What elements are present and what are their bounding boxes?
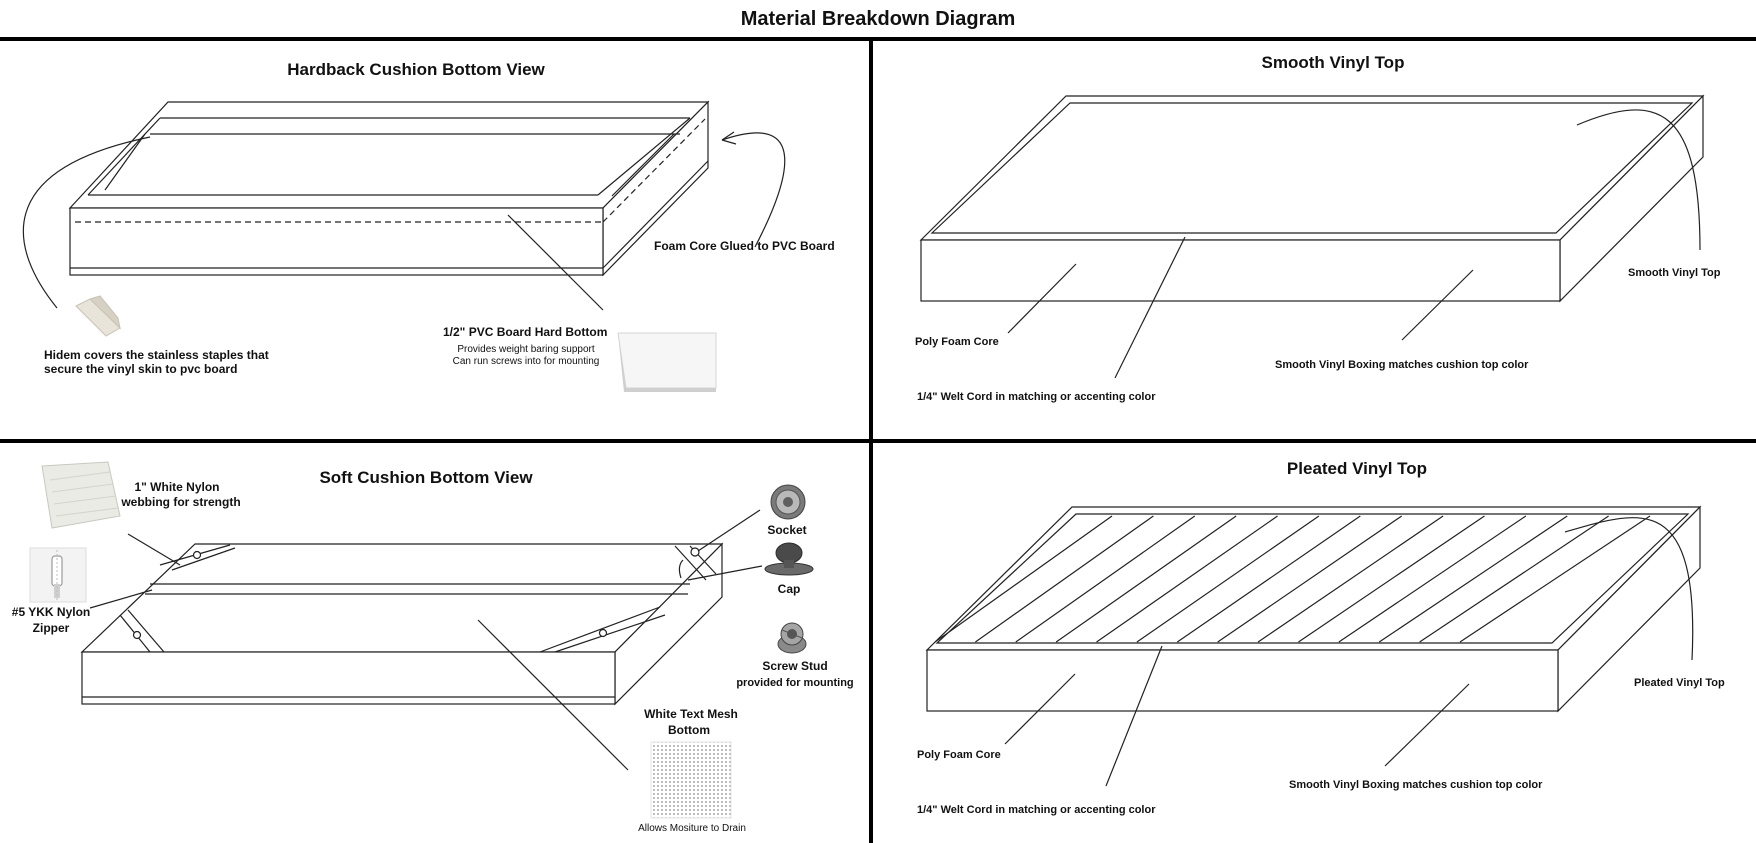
mesh-note: Allows Mositure to Drain [638,823,746,834]
pleat-line [975,515,1154,643]
pvc-leader-line [507,214,604,311]
diagram-title: Material Breakdown Diagram [741,8,1016,30]
screw-stud-label: Screw Stud [762,659,827,673]
pleat-line [1055,515,1237,643]
foam-core-label: Foam Core Glued to PVC Board [654,239,835,253]
pleated-boxing-label: Smooth Vinyl Boxing matches cushion top … [1289,779,1543,791]
panel-dividers [0,37,1756,843]
hidem-label-2: secure the vinyl skin to pvc board [44,362,237,376]
smooth-top-leader-line [1576,109,1701,251]
mesh-label-2: Bottom [668,723,710,737]
pleat-line [1257,515,1444,643]
foam-core-leader-line [721,132,786,248]
pleated-top-leader-line [1564,517,1694,661]
webbing-label-1: 1" White Nylon [134,480,219,494]
pleated-welt-leader-line [1105,645,1163,787]
ykk-zipper-icon [29,547,87,603]
zipper-label-1: #5 YKK Nylon [12,605,90,619]
hidem-leader-line [22,136,151,309]
snap-cap-icon [764,542,814,576]
smooth-boxing-leader-line [1401,269,1474,341]
pleated-foam-leader-line [1004,673,1076,745]
mesh-bottom-icon [650,741,732,819]
webbing-leader-line [127,533,181,566]
screw-stud-note: provided for mounting [736,677,853,689]
hardback-cushion-drawing [68,100,710,277]
pleat-line [1136,515,1320,643]
smooth-welt-label: 1/4" Welt Cord in matching or accenting … [917,391,1156,403]
foam-core-arrow-head [721,131,737,145]
pleat-lines [934,515,1651,643]
pleat-line [934,515,1113,643]
snap-socket-icon [770,484,806,520]
pleated-boxing-leader-line [1384,683,1470,767]
cap-leader-line [687,565,763,581]
pleat-line [1217,515,1403,643]
pleated-cushion-drawing [925,505,1702,713]
pvc-board-label: 1/2" PVC Board Hard Bottom [443,325,607,339]
smooth-foam-leader-line [1007,263,1077,334]
smooth-boxing-label: Smooth Vinyl Boxing matches cushion top … [1275,359,1529,371]
zipper-label-2: Zipper [33,621,70,635]
pvc-board-icon [617,332,717,392]
pleat-line [1378,515,1568,643]
pleated-foam-label: Poly Foam Core [917,749,1001,761]
pleat-line [1015,515,1196,643]
webbing-label-2: webbing for strength [120,495,240,509]
hidem-label-1: Hidem covers the stainless staples that [44,348,269,362]
pvc-note-2: Can run screws into for mounting [453,356,600,367]
socket-label: Socket [767,523,806,537]
soft-title: Soft Cushion Bottom View [319,468,533,487]
pleated-top-label: Pleated Vinyl Top [1634,677,1725,689]
pleated-welt-label: 1/4" Welt Cord in matching or accenting … [917,804,1156,816]
hidem-strip-icon [75,295,121,337]
pvc-note-1: Provides weight baring support [457,344,595,355]
soft-panel: Soft Cushion Bottom View [12,461,854,834]
smooth-cushion-drawing [919,94,1705,303]
smooth-panel: Smooth Vinyl Top Smooth Vinyl Top Poly F… [915,53,1721,403]
zipper-leader-line [89,589,153,609]
smooth-top-label: Smooth Vinyl Top [1628,267,1721,279]
pleat-line [1419,515,1609,643]
hardback-title: Hardback Cushion Bottom View [287,60,545,79]
pleat-line [1176,515,1361,643]
pleat-line [1298,515,1485,643]
smooth-welt-leader-line [1114,236,1186,379]
pleat-line [1338,515,1527,643]
pleat-line [1459,515,1651,643]
pleated-panel: Pleated Vinyl Top Pleated Vinyl Top Poly… [917,459,1725,816]
mesh-leader-line [477,619,629,771]
screw-stud-icon [777,622,807,654]
socket-leader-line [697,509,761,552]
pleated-title: Pleated Vinyl Top [1287,459,1427,478]
cap-label: Cap [778,582,801,596]
pleat-line [1096,515,1278,643]
soft-cushion-drawing [80,542,724,706]
mesh-label-1: White Text Mesh [644,707,738,721]
hardback-panel: Hardback Cushion Bottom View [22,60,835,392]
smooth-foam-label: Poly Foam Core [915,336,999,348]
nylon-webbing-icon [41,461,121,529]
smooth-title: Smooth Vinyl Top [1262,53,1405,72]
